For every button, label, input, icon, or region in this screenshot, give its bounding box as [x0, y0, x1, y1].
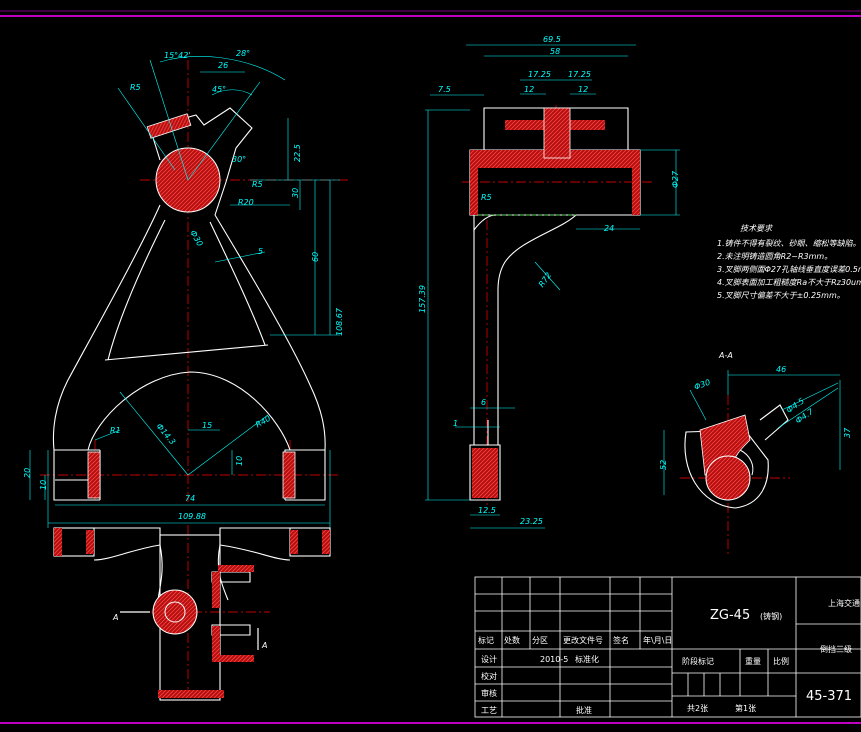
total-sheets: 共2张 — [687, 704, 708, 713]
row-label: 标记 — [478, 635, 494, 645]
dimension-label: 15 — [202, 421, 212, 430]
section-mark-a: A — [112, 613, 118, 622]
stage-mark-label: 阶段标记 — [682, 656, 714, 666]
section-mark-a: A — [261, 641, 267, 650]
check-label: 校对 — [481, 671, 497, 681]
tech-title: 技术要求 — [740, 224, 773, 233]
radius-label: R20 — [238, 198, 254, 207]
diameter-label: Ф30 — [188, 229, 204, 248]
tech-requirements: 技术要求 1.铸件不得有裂纹、砂眼、缩松等缺陷。 2.未注明铸造圆角R2~R3m… — [717, 224, 861, 300]
radius-label: R1 — [110, 426, 121, 435]
company-name: 上海交通 — [828, 598, 860, 608]
sheet-number: 第1张 — [735, 703, 756, 713]
dimension-label: 52 — [659, 460, 668, 470]
drawing-number: 45-371 — [806, 689, 852, 704]
dimension-label: 60 — [311, 252, 320, 262]
dimension-label: 30 — [291, 188, 300, 198]
dimension-label: 157.39 — [418, 285, 427, 313]
tech-item: 1.铸件不得有裂纹、砂眼、缩松等缺陷。 — [717, 239, 861, 248]
dimension-label: 22.5 — [293, 144, 302, 162]
dimension-label: 74 — [185, 494, 195, 503]
approve-label: 批准 — [576, 705, 592, 715]
angle-label: 15°42' — [164, 51, 191, 60]
row-label: 处数 — [504, 635, 520, 645]
weight-label: 重量 — [745, 656, 761, 666]
row-label: 更改文件号 — [563, 635, 603, 645]
dimension-label: 108.67 — [335, 307, 344, 336]
design-label: 设计 — [481, 654, 497, 664]
radius-label: R5 — [252, 180, 263, 189]
dimension-label: 109.88 — [178, 512, 206, 521]
dimension-label: 1 — [453, 419, 458, 428]
dimension-label: 10 — [235, 456, 244, 466]
dimension-label: 24 — [604, 224, 614, 233]
dimension-label: 23.25 — [520, 517, 543, 526]
dimension-label: 12 — [578, 85, 588, 94]
dimension-label: 7.5 — [438, 85, 451, 94]
top-view: A A — [53, 525, 331, 701]
process-label: 工艺 — [481, 706, 497, 715]
design-date: 2010-5 — [540, 655, 568, 664]
scale-label: 比例 — [773, 656, 789, 666]
dimension-label: 17.25 — [528, 70, 551, 79]
row-label: 年\月\日 — [643, 635, 672, 645]
angle-label: 28° — [236, 49, 250, 58]
tech-item: 5.叉脚尺寸偏差不大于±0.25mm。 — [717, 291, 845, 300]
dimension-label: 10 — [39, 480, 48, 490]
material: ZG-45 — [710, 608, 750, 623]
dimension-label: 46 — [776, 365, 786, 374]
material-note: (铸钢) — [760, 611, 782, 621]
dimension-label: 37 — [843, 427, 852, 438]
dimension-label: 12.5 — [478, 506, 496, 515]
section-a-a: A-A 46 37 Φ30 Ф4.5 Ф4.7 52 — [659, 351, 852, 555]
drawing-frame — [0, 10, 861, 724]
radius-label: R5 — [130, 83, 141, 92]
dimension-label: 58 — [550, 47, 560, 56]
section-title: A-A — [718, 351, 733, 360]
angle-label: 30° — [232, 155, 246, 164]
radius-label: R40 — [254, 414, 272, 430]
row-label: 签名 — [613, 635, 629, 645]
standardize-label: 标准化 — [575, 654, 599, 664]
tech-item: 3.叉脚两侧面Φ27孔轴线垂直度误差0.5mm。 — [717, 265, 861, 274]
review-label: 审核 — [481, 688, 497, 698]
angle-label: 45° — [212, 85, 226, 94]
row-label: 分区 — [532, 636, 548, 645]
side-view: 69.5 58 17.25 17.25 12 12 7.5 Ф27 R5 24 … — [418, 35, 680, 529]
dimension-label: Ф14.3 — [154, 422, 177, 447]
dimension-label: 20 — [23, 468, 32, 478]
diameter-label: Ф27 — [671, 170, 680, 188]
dimension-label: 69.5 — [543, 35, 561, 44]
part-name: 倒挡三级 — [820, 644, 852, 654]
dimension-label: 12 — [524, 85, 534, 94]
title-block: ZG-45 (铸钢) 上海交通 倒挡三级 45-371 标记 处数 分区 更改文… — [474, 576, 861, 718]
dimension-label: 6 — [481, 398, 486, 407]
diameter-label: Φ30 — [693, 378, 712, 392]
radius-label: R5 — [481, 193, 492, 202]
dimension-label: 17.25 — [568, 70, 591, 79]
dimension-label: 5 — [258, 247, 263, 256]
tech-item: 4.叉脚表面加工粗糙度Ra不大于Rz30um。 — [717, 278, 861, 287]
dimension-label: 26 — [218, 61, 228, 70]
front-view: 15°42' 28° 26 45° 30° R5 22.5 30 R5 R20 … — [23, 49, 350, 528]
tech-item: 2.未注明铸造圆角R2~R3mm。 — [717, 252, 832, 261]
